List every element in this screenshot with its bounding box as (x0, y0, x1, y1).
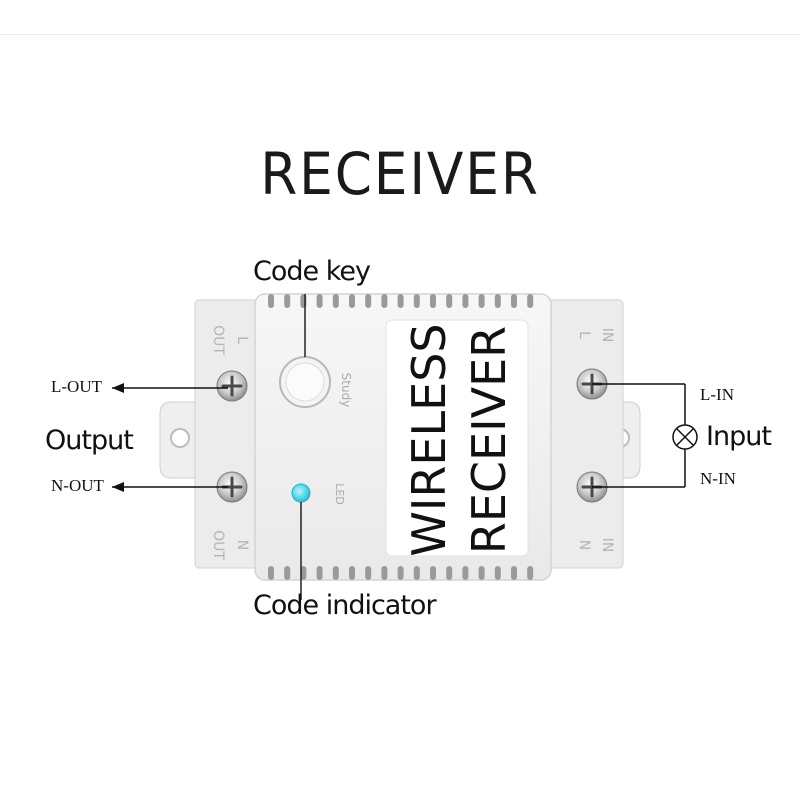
vent-slot (478, 294, 485, 308)
input-wiring (592, 383, 686, 488)
code-indicator-label: Code indicator (253, 590, 437, 621)
vent-slot (462, 566, 469, 580)
device-label-line2: RECEIVER (462, 326, 516, 554)
output-label: Output (45, 425, 134, 456)
study-marking: Study (339, 373, 353, 408)
vent-slot (365, 294, 372, 308)
vent-slot (413, 566, 420, 580)
left-bottom-mark-n: N (234, 540, 250, 550)
vent-slot (381, 294, 388, 308)
n-out-arrow (112, 482, 228, 492)
input-label: Input (706, 421, 772, 452)
vent-slot (413, 294, 420, 308)
vent-slot (462, 294, 469, 308)
n-in-label: N-IN (700, 469, 736, 488)
led-indicator (291, 483, 311, 503)
vent-slot (300, 566, 307, 580)
vent-slot (446, 566, 453, 580)
left-mounting-tab (159, 401, 201, 479)
screw-icon (216, 370, 248, 402)
vent-slot (527, 294, 534, 308)
vent-slot (430, 294, 436, 308)
vent-slot (381, 566, 388, 580)
code-key-label: Code key (253, 256, 371, 287)
vent-slot (446, 294, 453, 308)
vent-slot (349, 294, 355, 308)
right-top-mark-in: IN (599, 328, 615, 343)
vent-slot (397, 294, 404, 308)
vent-slot (316, 294, 323, 308)
vent-slot (284, 566, 291, 580)
vent-slot (511, 566, 517, 580)
left-top-mark-out: OUT (210, 325, 226, 355)
code-key-button[interactable] (279, 356, 331, 408)
diagram-title: RECEIVER (260, 140, 540, 208)
left-top-mark-l: L (234, 336, 250, 344)
vent-slots (268, 294, 534, 580)
vent-slot (349, 566, 355, 580)
right-bottom-mark-n: N (576, 540, 592, 550)
vent-slot (332, 566, 339, 580)
vent-slot (365, 566, 372, 580)
vent-slot (430, 566, 436, 580)
vent-slot (494, 294, 501, 308)
vent-slot (511, 294, 517, 308)
vent-slot (332, 294, 339, 308)
label-panel (385, 319, 529, 557)
vent-slot (268, 566, 274, 580)
left-bottom-mark-out: OUT (210, 530, 226, 560)
vent-slot (316, 566, 323, 580)
lamp-symbol (672, 424, 698, 450)
vent-slot (284, 294, 291, 308)
right-bottom-mark-in: IN (599, 538, 615, 553)
right-top-mark-l: L (576, 331, 592, 339)
n-out-label: N-OUT (51, 476, 104, 495)
vent-slot (494, 566, 501, 580)
vent-slot (527, 566, 534, 580)
l-out-label: L-OUT (51, 377, 102, 396)
vent-slot (397, 566, 404, 580)
l-out-arrow (112, 383, 228, 393)
led-marking: LED (333, 483, 346, 505)
vent-slot (478, 566, 485, 580)
device-label-line1: WIRELESS (402, 323, 456, 556)
vent-slot (268, 294, 274, 308)
top-divider (0, 34, 800, 35)
l-in-label: L-IN (700, 385, 734, 404)
